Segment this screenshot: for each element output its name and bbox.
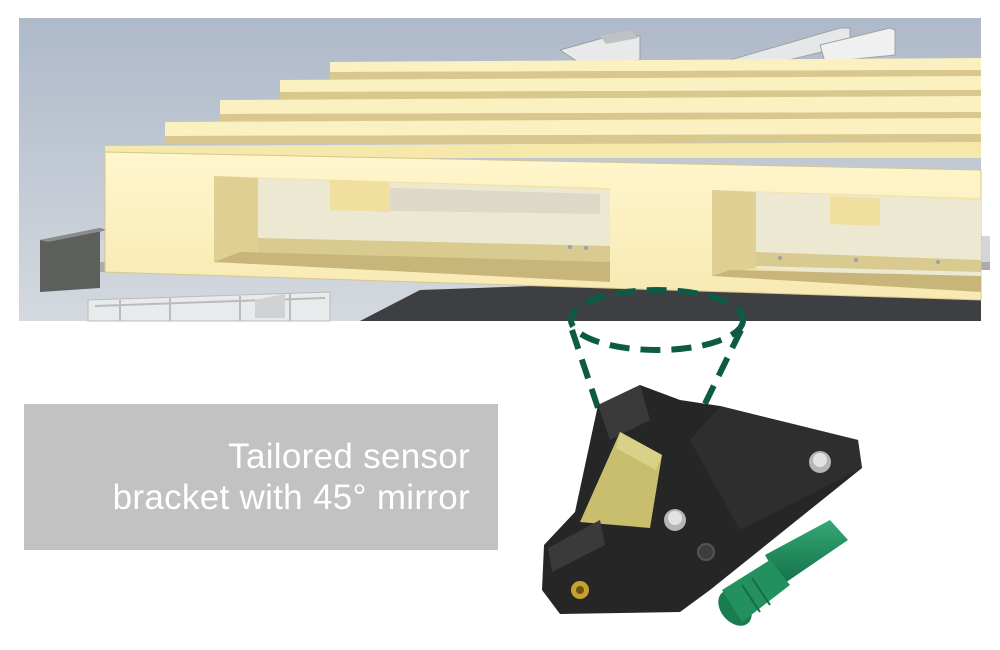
mounting-screws	[664, 451, 831, 561]
caption-line-1: Tailored sensor	[228, 437, 470, 476]
caption-box: Tailored sensor bracket with 45° mirror	[24, 404, 498, 550]
pallet-render	[19, 18, 990, 322]
sensor-bracket	[542, 385, 862, 626]
pallet-front-face	[104, 151, 982, 301]
caption-line-2: bracket with 45° mirror	[112, 478, 470, 517]
pallet-deck-boards	[105, 58, 981, 158]
connector-cable	[718, 520, 848, 626]
callout-line-right	[677, 328, 744, 457]
callout-ellipse	[568, 287, 746, 353]
front-rail	[40, 228, 100, 292]
